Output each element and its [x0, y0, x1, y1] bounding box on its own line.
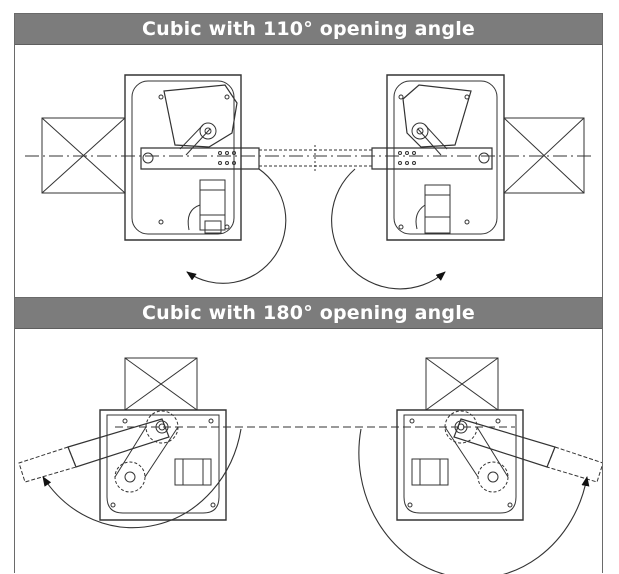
gate-post-icon	[426, 358, 498, 410]
section-180-degree: Cubic with 180° opening angle	[14, 297, 603, 573]
gate-operator-icon	[397, 410, 555, 520]
opening-diagram-110	[15, 45, 602, 299]
gate-operator-icon	[125, 75, 259, 240]
gate-post-icon	[42, 118, 125, 193]
gate-post-icon	[125, 358, 197, 410]
swing-arc-arrow-icon	[359, 429, 590, 574]
opening-diagram-180	[15, 329, 602, 574]
swing-arc-arrow-icon	[332, 169, 446, 289]
gate-post-icon	[504, 118, 584, 193]
section-title: Cubic with 180° opening angle	[15, 298, 602, 329]
gate-operator-icon	[372, 75, 504, 240]
swing-arc-arrow-icon	[42, 429, 241, 528]
swing-arc-arrow-icon	[186, 169, 286, 283]
gate-operator-icon	[68, 410, 226, 520]
section-110-degree: Cubic with 110° opening angle	[14, 13, 603, 298]
section-title: Cubic with 110° opening angle	[15, 14, 602, 45]
